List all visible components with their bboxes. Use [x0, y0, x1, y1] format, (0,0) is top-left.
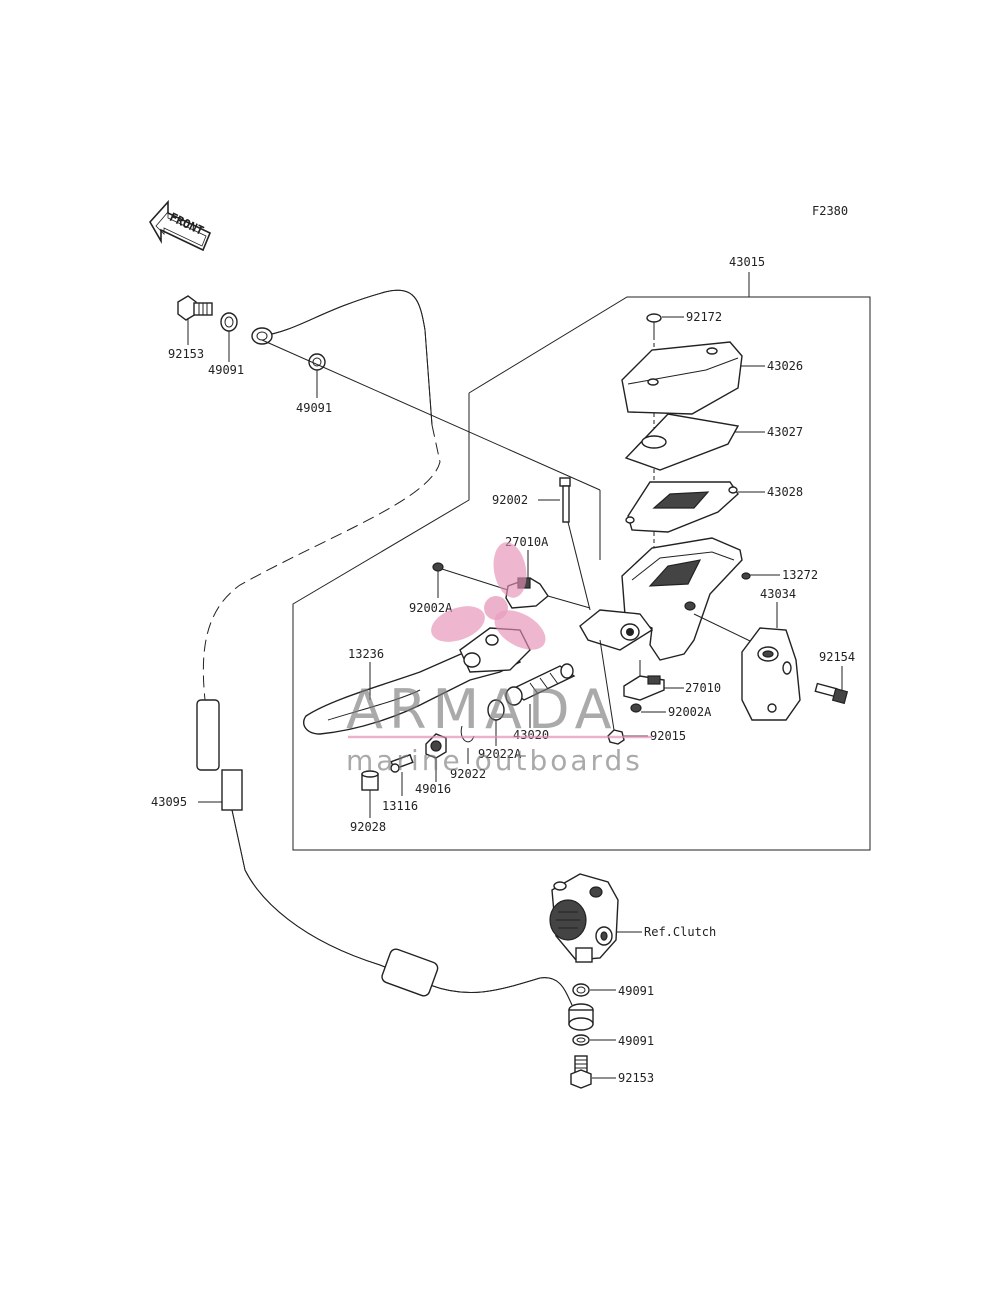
washer-hole	[576, 1037, 586, 1043]
clamp-43034	[741, 627, 801, 721]
diaphragm-43028	[625, 481, 739, 533]
label-ref-clutch: Ref.Clutch	[644, 925, 716, 939]
banjo-bolt-92153-bottom	[570, 1055, 592, 1089]
screw-92002A-bottom	[630, 703, 642, 713]
label-49016: 49016	[415, 782, 451, 796]
figure-code: F2380	[812, 204, 848, 218]
cap-43026	[621, 341, 743, 415]
label-49091-b: 49091	[296, 401, 332, 415]
label-92015: 92015	[650, 729, 686, 743]
washer-hole	[224, 316, 234, 328]
label-92002A-top: 92002A	[409, 601, 453, 615]
label-27010: 27010	[685, 681, 721, 695]
kit-outline-43015	[292, 272, 871, 851]
armada-watermark: ARMADA marine outboards	[346, 542, 652, 777]
label-13272: 13272	[782, 568, 818, 582]
label-27010A: 27010A	[505, 535, 549, 549]
label-43034: 43034	[760, 587, 796, 601]
label-49091-c: 49091	[618, 984, 654, 998]
banjo-fitting-bottom	[568, 1003, 594, 1031]
clutch-slave-cylinder	[549, 873, 619, 963]
watermark-tagline: marine outboards	[346, 744, 643, 777]
label-43095: 43095	[151, 795, 187, 809]
label-13236: 13236	[348, 647, 384, 661]
label-13116: 13116	[382, 799, 418, 813]
watermark-brand: ARMADA	[346, 678, 618, 741]
clutch-hose-43095	[196, 289, 573, 1006]
label-92002A-bottom: 92002A	[668, 705, 712, 719]
label-92028: 92028	[350, 820, 386, 834]
label-43026: 43026	[767, 359, 803, 373]
plate-43027	[624, 413, 740, 471]
bolt-92002	[559, 477, 571, 523]
label-43027: 43027	[767, 425, 803, 439]
armada-logo-icon	[431, 542, 546, 650]
label-49091-a: 49091	[208, 363, 244, 377]
boot-49016	[425, 733, 447, 759]
label-92153-bottom: 92153	[618, 1071, 654, 1085]
label-92154: 92154	[819, 650, 855, 664]
washer-hole	[576, 986, 586, 994]
label-92153-top: 92153	[168, 347, 204, 361]
screw-13272	[741, 572, 751, 580]
label-43020: 43020	[513, 728, 549, 742]
front-arrow-icon: FRONT	[149, 199, 212, 252]
screw-92172	[646, 313, 662, 336]
label-92002: 92002	[492, 493, 528, 507]
label-92172: 92172	[686, 310, 722, 324]
circlip-92022	[460, 725, 475, 743]
piston-43020	[505, 663, 576, 706]
label-43015: 43015	[729, 255, 765, 269]
bolt-92154	[814, 682, 849, 705]
screw-92002A-top	[432, 562, 509, 591]
label-43028: 43028	[767, 485, 803, 499]
master-cylinder-body	[579, 537, 743, 661]
label-49091-d: 49091	[618, 1034, 654, 1048]
label-92022: 92022	[450, 767, 486, 781]
banjo-bolt-92153-top	[177, 295, 213, 321]
pushrod-13116	[390, 753, 414, 773]
label-92022A: 92022A	[478, 747, 522, 761]
switch-27010	[623, 675, 665, 701]
